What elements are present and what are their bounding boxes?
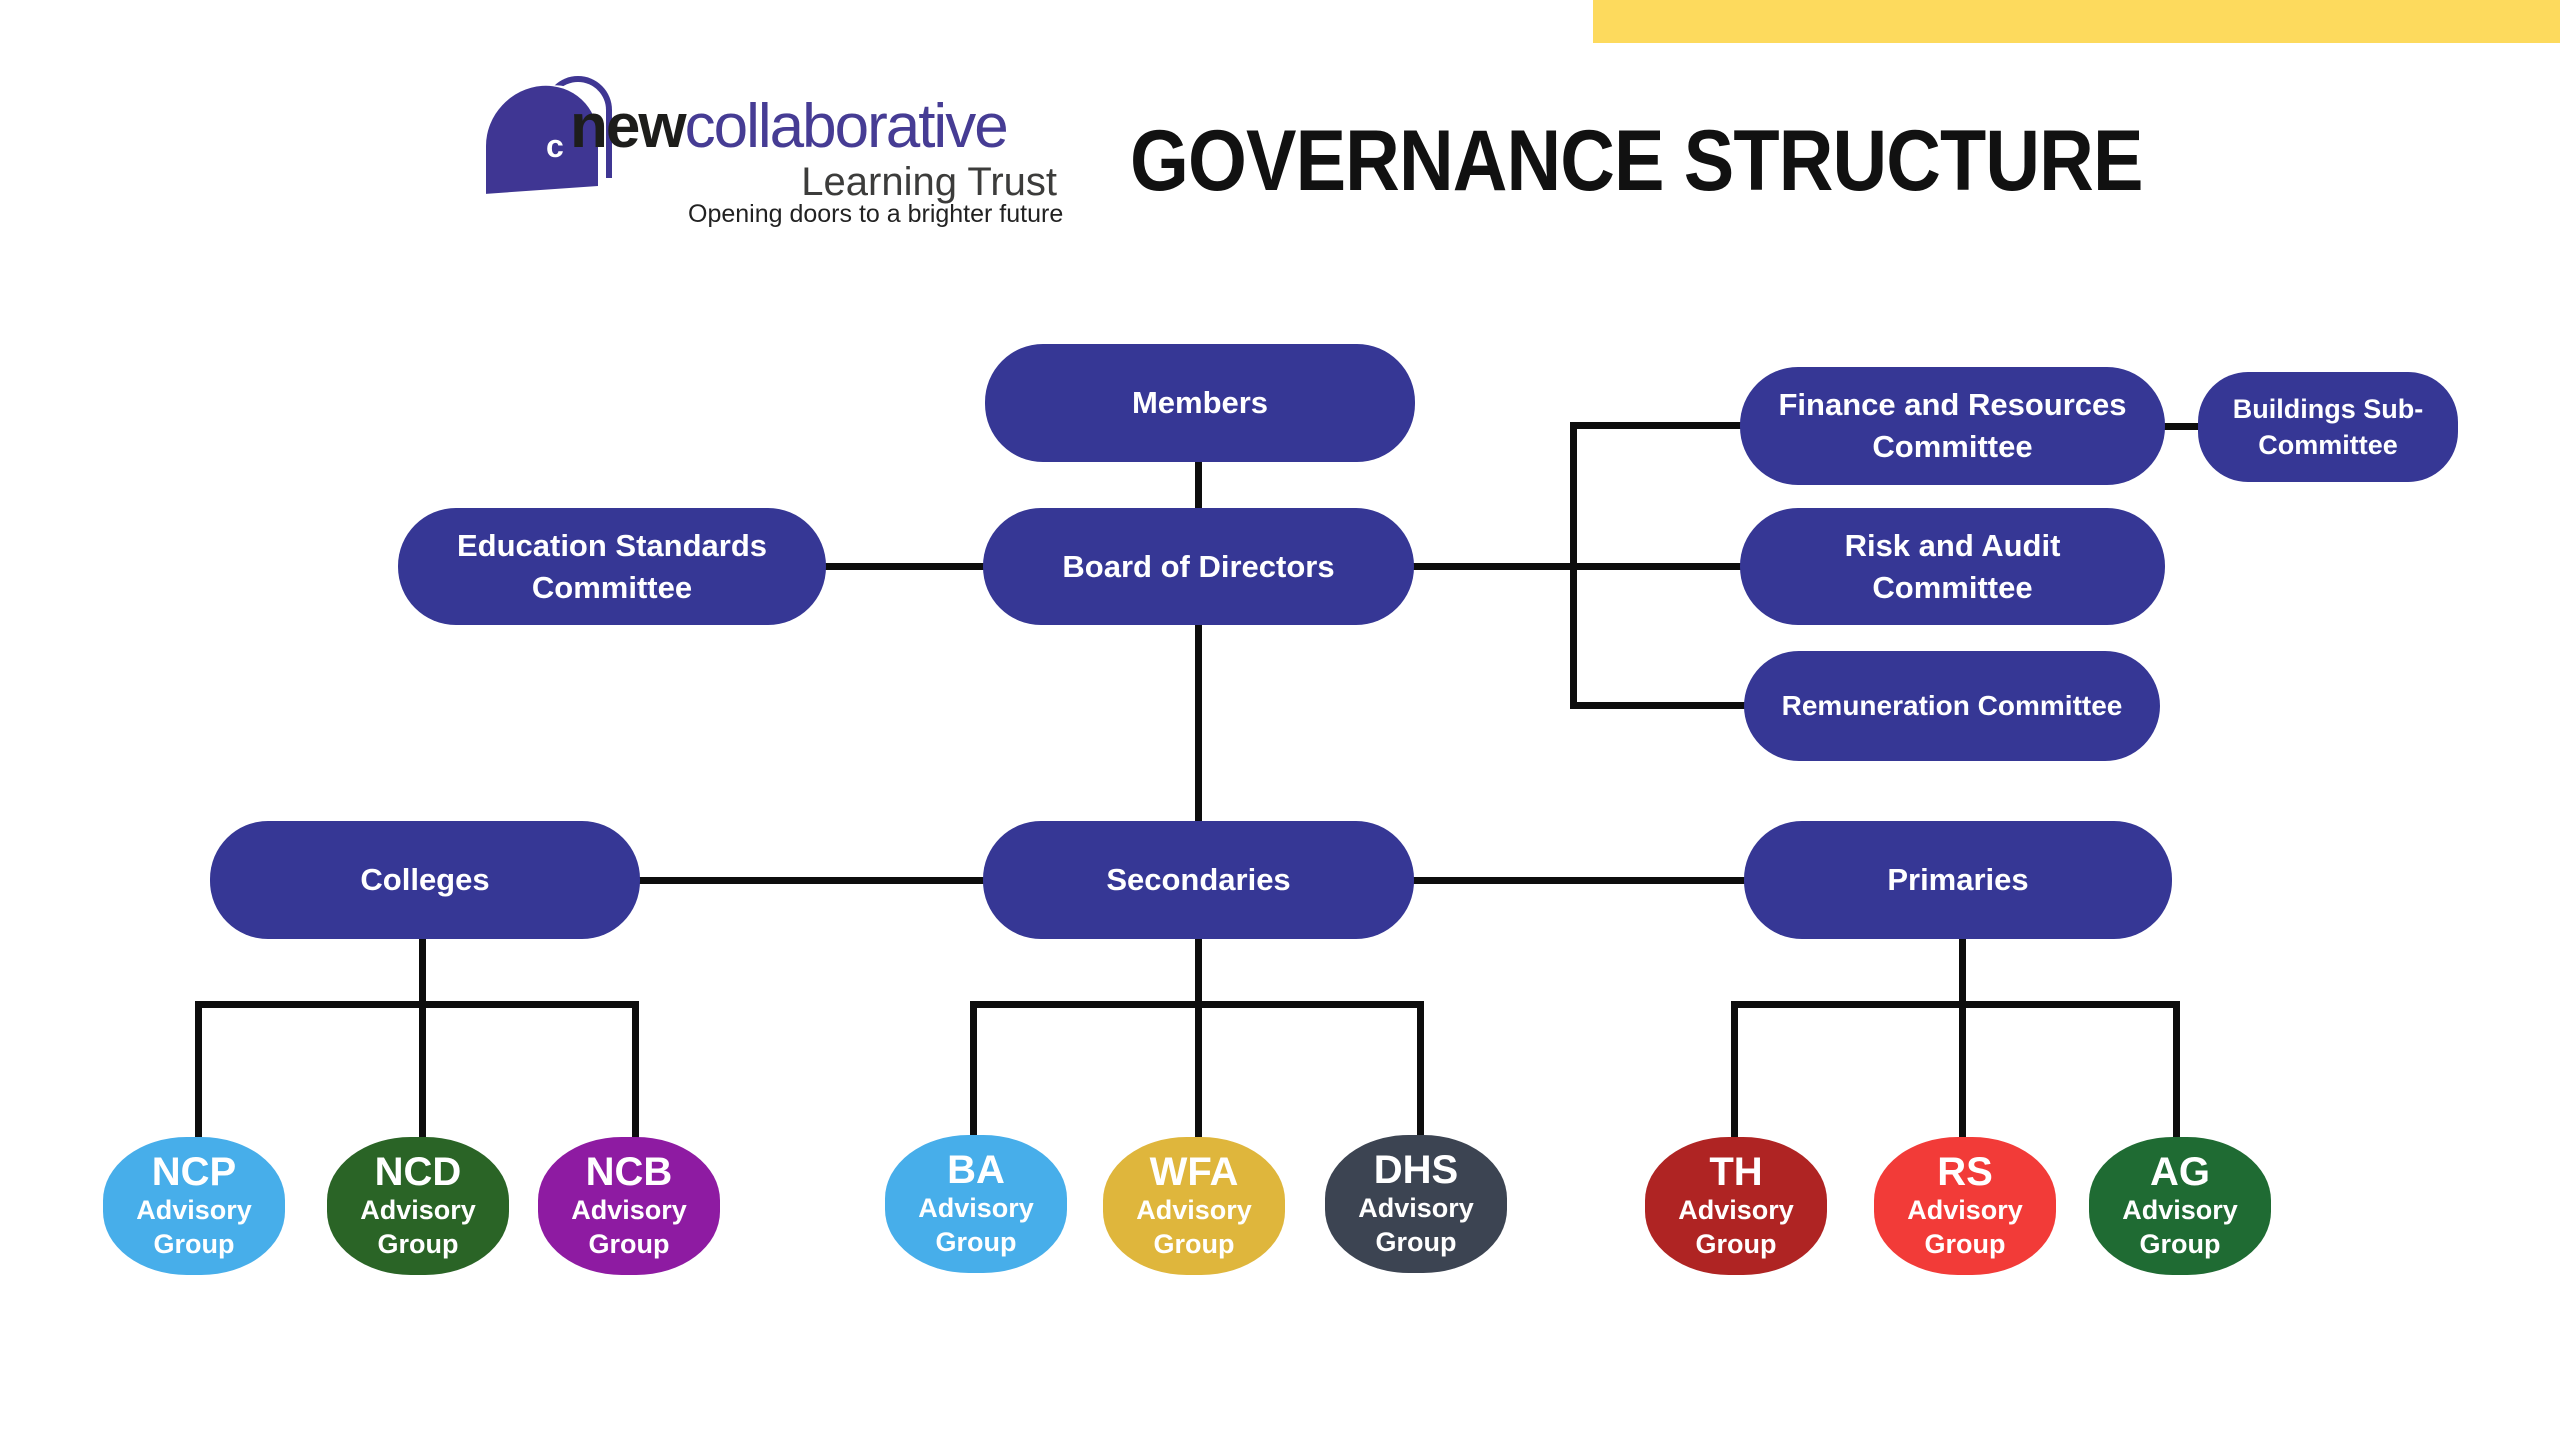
connector-finance-buildings <box>2163 423 2199 430</box>
connector-board-risk <box>1412 563 1742 570</box>
advisory-acronym: NCP <box>151 1150 237 1195</box>
advisory-label: Group <box>1375 1227 1457 1257</box>
advisory-group-ag: AG Advisory Group <box>2089 1137 2271 1275</box>
node-members: Members <box>985 344 1415 462</box>
advisory-acronym: AG <box>2150 1150 2210 1195</box>
advisory-group-th: TH Advisory Group <box>1645 1137 1827 1275</box>
node-education-standards-committee: Education Standards Committee <box>398 508 826 625</box>
advisory-label: Advisory <box>2122 1195 2238 1226</box>
advisory-label: Group <box>153 1229 235 1259</box>
connector-colleges-bus <box>195 1001 639 1008</box>
advisory-label: Advisory <box>1678 1195 1794 1226</box>
advisory-group-dhs: DHS Advisory Group <box>1325 1135 1507 1273</box>
advisory-label: Advisory <box>360 1195 476 1226</box>
connector-secondaries-drop <box>1195 937 1202 1140</box>
advisory-acronym: WFA <box>1149 1150 1239 1195</box>
logo-word-collaborative: collaborative <box>684 92 1009 161</box>
logo-subtitle: Learning Trust <box>801 160 1057 204</box>
advisory-acronym: BA <box>947 1148 1005 1193</box>
advisory-acronym: NCD <box>374 1150 462 1195</box>
advisory-label: Group <box>2139 1229 2221 1259</box>
node-risk-audit-committee: Risk and Audit Committee <box>1740 508 2165 625</box>
connector-ncb-drop <box>632 1001 639 1140</box>
connector-colleges-secondaries <box>638 877 985 884</box>
advisory-group-ncd: NCD Advisory Group <box>327 1137 509 1275</box>
node-secondaries: Secondaries <box>983 821 1414 939</box>
advisory-group-ba: BA Advisory Group <box>885 1135 1067 1273</box>
door-logo-icon: c <box>486 72 626 202</box>
connector-ncp-drop <box>195 1001 202 1140</box>
connector-secondaries-bus <box>970 1001 1424 1008</box>
advisory-group-ncp: NCP Advisory Group <box>103 1137 285 1275</box>
advisory-group-rs: RS Advisory Group <box>1874 1137 2056 1275</box>
node-buildings-sub-committee: Buildings Sub-Committee <box>2198 372 2458 482</box>
connector-th-drop <box>1731 1001 1738 1140</box>
connector-secondaries-primaries <box>1412 877 1746 884</box>
advisory-group-wfa: WFA Advisory Group <box>1103 1137 1285 1275</box>
advisory-group-ncb: NCB Advisory Group <box>538 1137 720 1275</box>
advisory-acronym: DHS <box>1373 1148 1459 1193</box>
connector-members-board <box>1195 460 1202 510</box>
advisory-label: Group <box>935 1227 1017 1257</box>
connector-finance-branch <box>1570 422 1742 429</box>
advisory-label: Group <box>1695 1229 1777 1259</box>
connector-board-secondaries <box>1195 623 1202 823</box>
connector-right-vertical <box>1570 422 1577 709</box>
node-remuneration-committee: Remuneration Committee <box>1744 651 2160 761</box>
node-colleges: Colleges <box>210 821 640 939</box>
advisory-label: Group <box>588 1229 670 1259</box>
accent-bar <box>1593 0 2560 43</box>
logo-wordmark: newcollaborative <box>570 96 1009 158</box>
connector-ag-drop <box>2173 1001 2180 1140</box>
advisory-label: Advisory <box>918 1193 1034 1224</box>
advisory-label: Group <box>377 1229 459 1259</box>
advisory-acronym: NCB <box>585 1150 673 1195</box>
node-finance-resources-committee: Finance and Resources Committee <box>1740 367 2165 485</box>
advisory-label: Advisory <box>1358 1193 1474 1224</box>
node-primaries: Primaries <box>1744 821 2172 939</box>
connector-remuneration-branch <box>1570 702 1746 709</box>
node-board-of-directors: Board of Directors <box>983 508 1414 625</box>
advisory-label: Advisory <box>136 1195 252 1226</box>
connector-dhs-drop <box>1417 1001 1424 1140</box>
page-title: GOVERNANCE STRUCTURE <box>1130 113 2143 209</box>
logo-word-new: new <box>570 92 687 161</box>
advisory-label: Advisory <box>571 1195 687 1226</box>
advisory-label: Advisory <box>1907 1195 2023 1226</box>
advisory-label: Group <box>1924 1229 2006 1259</box>
door-handle-letter: c <box>546 128 564 164</box>
connector-ba-drop <box>970 1001 977 1140</box>
advisory-label: Group <box>1153 1229 1235 1259</box>
advisory-label: Advisory <box>1136 1195 1252 1226</box>
advisory-acronym: TH <box>1709 1150 1763 1195</box>
connector-primaries-drop <box>1959 937 1966 1140</box>
connector-colleges-drop <box>419 937 426 1140</box>
connector-education-board <box>820 563 986 570</box>
advisory-acronym: RS <box>1937 1150 1993 1195</box>
logo-tagline: Opening doors to a brighter future <box>688 200 1064 228</box>
connector-primaries-bus <box>1731 1001 2180 1008</box>
